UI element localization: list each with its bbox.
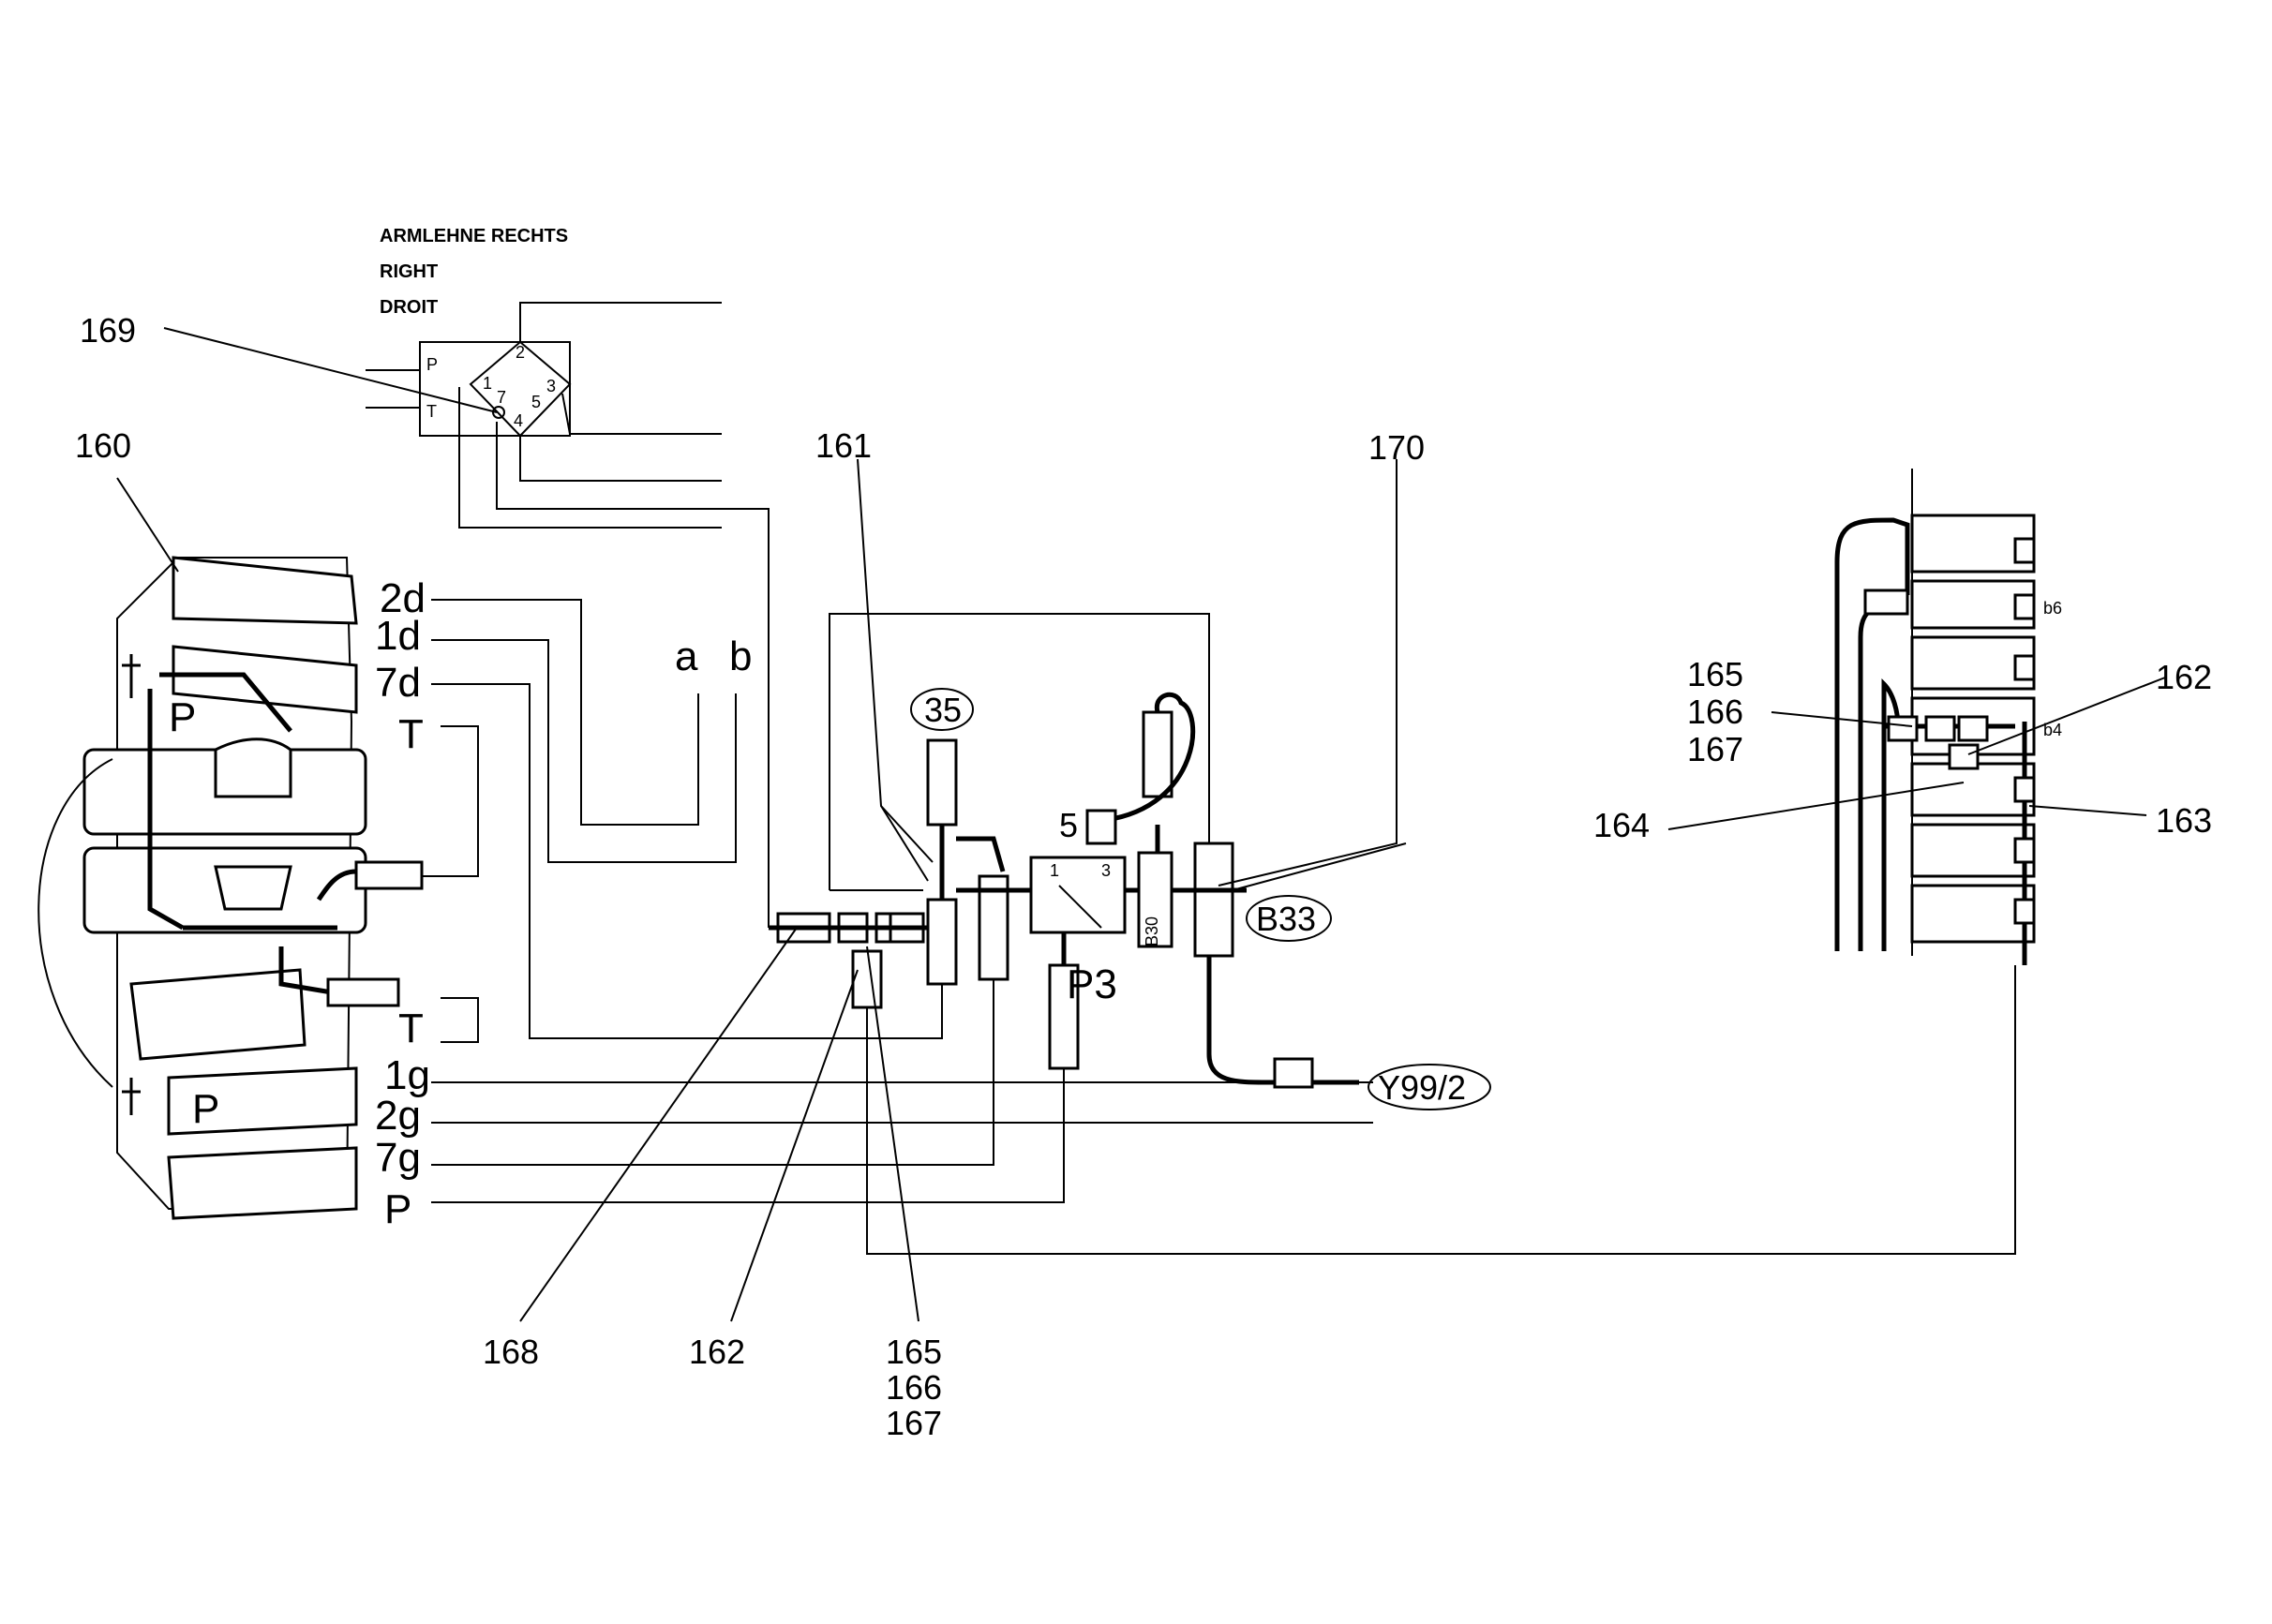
callout-165-bottom: 165 [886,1333,942,1371]
header-block: ARMLEHNE RECHTS RIGHT DROIT [380,226,568,318]
port-7d: 7d [375,660,421,706]
header-line-3: DROIT [380,297,438,318]
header-line-1: ARMLEHNE RECHTS [380,226,568,246]
block-num-3: 3 [1101,861,1111,880]
callout-161: 161 [815,426,872,465]
lower-p-label: P [192,1086,219,1132]
joystick-assembly: P P [37,556,424,1220]
header-line-2: RIGHT [380,261,438,282]
tag-b33: B33 [1256,900,1316,938]
callout-168: 168 [483,1333,539,1371]
tag-5: 5 [1059,806,1078,844]
valve-port-p: P [426,355,438,374]
tag-y99-2: Y99/2 [1378,1068,1466,1107]
port-labels: 2d 1d 7d T T 1g 2g 7g P a b [375,575,752,1232]
callout-166-right: 166 [1687,693,1743,731]
port-2g: 2g [375,1093,421,1139]
callout-167-right: 167 [1687,730,1743,768]
upper-p-label: P [169,694,196,740]
center-manifold: 1 3 P3 5 B30 [769,692,1407,1089]
connection-lines [422,599,2016,1255]
port-a: a [675,633,698,679]
callout-160: 160 [75,426,131,465]
valve-num-7: 7 [497,388,506,407]
callout-163: 163 [2156,801,2212,840]
tag-b4: b4 [2043,721,2062,739]
callout-164: 164 [1593,806,1650,844]
valve-num-5: 5 [531,393,541,411]
valve-bank: b6 b4 [1834,469,2062,965]
valve-num-3: 3 [546,377,556,395]
callout-162-right: 162 [2156,658,2212,696]
port-t-top: T [398,711,424,757]
valve-num-1: 1 [483,374,492,393]
port-p: P [384,1186,411,1232]
leader-lines [116,327,2166,1322]
callout-166-bottom: 166 [886,1368,942,1407]
port-2d: 2d [380,575,426,621]
tag-b30: B30 [1143,916,1161,946]
armrest-valve: P T 2 1 7 5 3 4 [366,302,770,928]
port-7g: 7g [375,1135,421,1181]
tag-35: 35 [924,691,962,729]
tag-p3: P3 [1067,961,1117,1007]
callout-labels: 169 160 161 170 168 162 165 166 167 165 … [75,311,2212,1442]
circled-tags: 35 B33 Y99/2 [910,688,1491,1110]
valve-port-t: T [426,402,437,421]
port-b: b [729,633,752,679]
callout-162-bottom: 162 [689,1333,745,1371]
valve-num-2: 2 [516,343,525,362]
callout-165-right: 165 [1687,655,1743,693]
port-1g: 1g [384,1052,430,1098]
tag-b6: b6 [2043,599,2062,618]
block-num-1: 1 [1050,861,1059,880]
callout-169: 169 [80,311,136,350]
callout-170: 170 [1368,428,1425,467]
valve-num-4: 4 [514,411,523,430]
callout-167-bottom: 167 [886,1404,942,1442]
port-1d: 1d [375,613,421,659]
port-t-bottom: T [398,1006,424,1051]
